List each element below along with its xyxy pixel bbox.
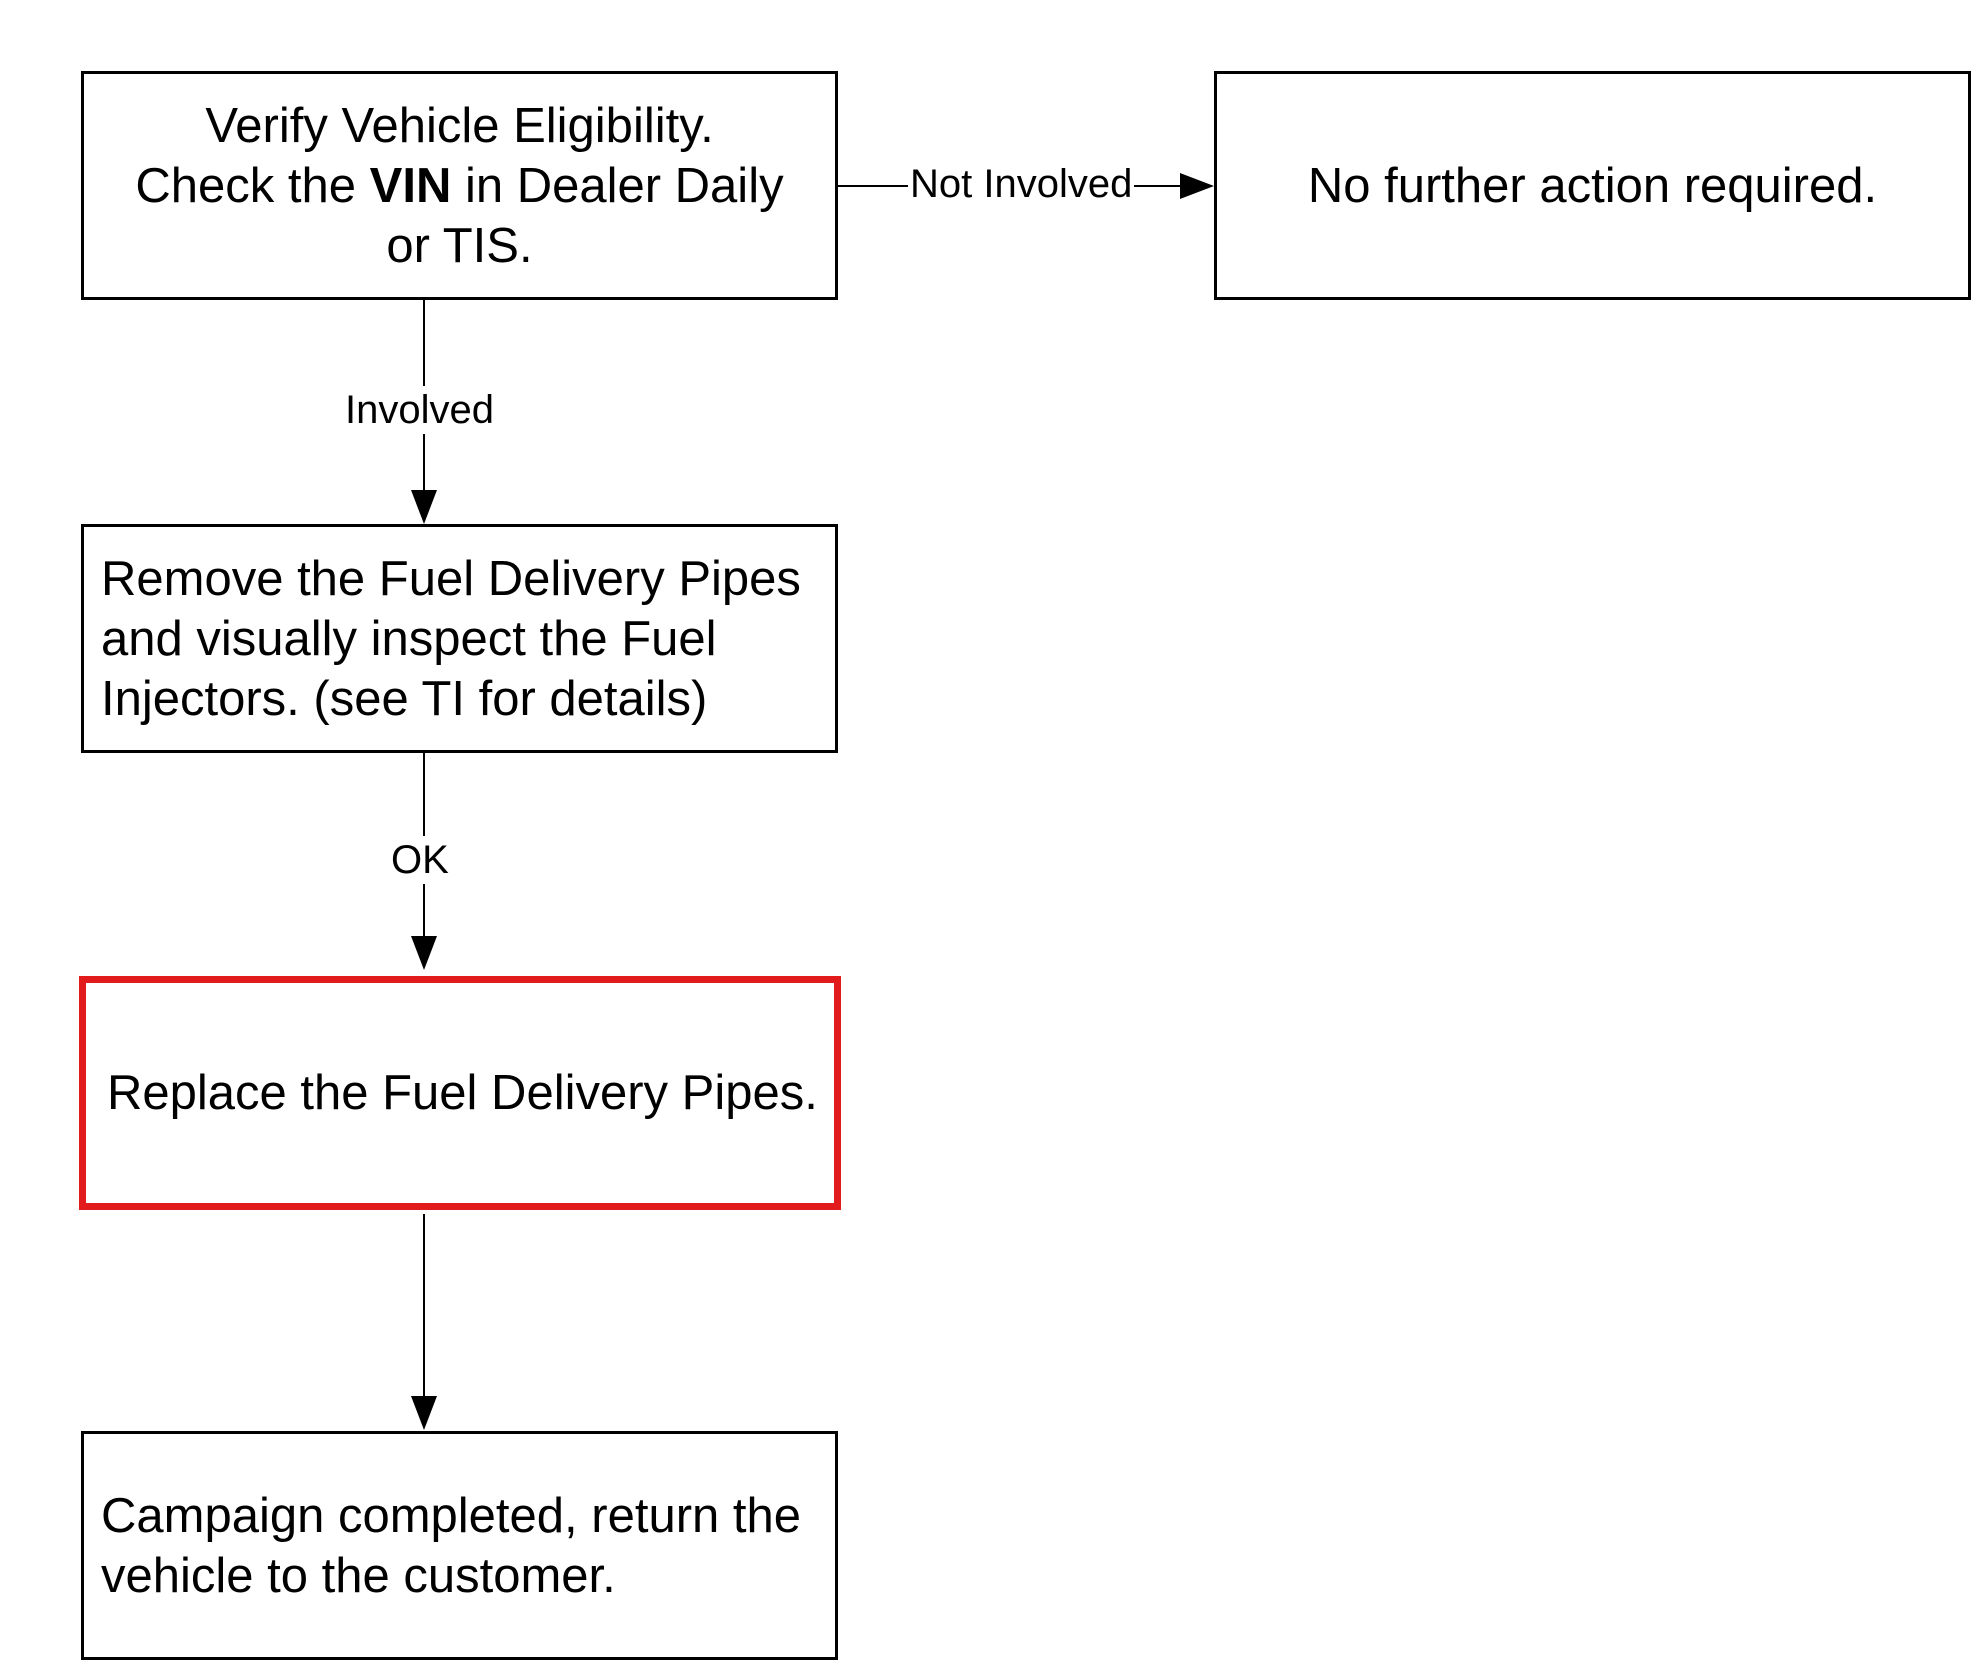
remove-inspect-text: Remove the Fuel Delivery Pipes and visua… [101,549,801,729]
complete-line-1: Campaign completed, return the [101,1488,801,1543]
verify-eligibility-text: Verify Vehicle Eligibility. Check the VI… [135,96,783,276]
remove-line-1: Remove the Fuel Delivery Pipes [101,551,801,606]
verify-line-3: or TIS. [386,218,533,273]
no-action-box: No further action required. [1214,71,1971,300]
verify-line-1: Verify Vehicle Eligibility. [205,98,714,153]
remove-line-2: and visually inspect the Fuel [101,611,717,666]
connector-replace-to-complete [423,1214,425,1396]
label-involved: Involved [343,386,496,434]
vin-bold: VIN [369,158,452,213]
label-not-involved: Not Involved [908,160,1135,208]
complete-line-2: vehicle to the customer. [101,1548,616,1603]
arrow-to-replace [411,936,437,970]
no-action-text: No further action required. [1307,158,1878,213]
remove-line-3: Injectors. (see TI for details) [101,671,708,726]
remove-inspect-box: Remove the Fuel Delivery Pipes and visua… [81,524,838,753]
verify-line-2-post: in Dealer Daily [451,158,784,213]
campaign-complete-text: Campaign completed, return the vehicle t… [101,1486,801,1606]
label-ok: OK [389,836,451,884]
verify-eligibility-box: Verify Vehicle Eligibility. Check the VI… [81,71,838,300]
campaign-complete-box: Campaign completed, return the vehicle t… [81,1431,838,1660]
replace-pipes-box: Replace the Fuel Delivery Pipes. [79,976,841,1210]
arrow-to-complete [411,1396,437,1430]
arrow-to-no-action [1180,173,1214,199]
replace-pipes-text: Replace the Fuel Delivery Pipes. [107,1066,818,1120]
verify-line-2-pre: Check the [135,158,370,213]
arrow-to-remove [411,490,437,524]
